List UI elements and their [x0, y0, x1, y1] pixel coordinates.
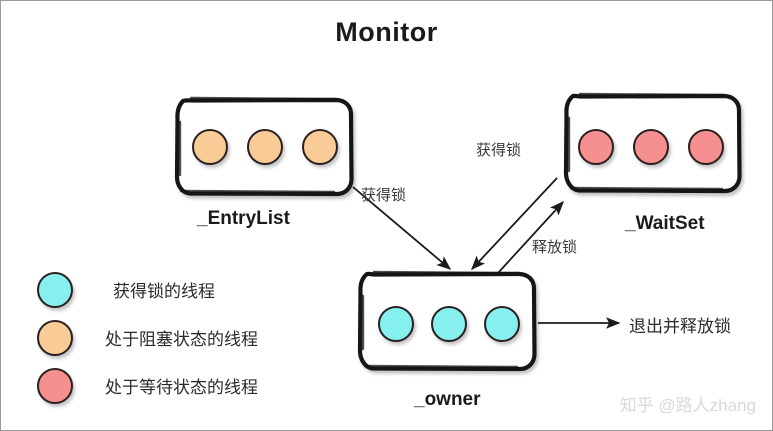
edge-label-owner-to-waitset: 释放锁 [532, 239, 578, 256]
thread-circle-running [484, 306, 520, 342]
edge-label-entrylist-to-owner: 获得锁 [361, 187, 407, 204]
watermark: 知乎 @路人zhang [619, 396, 756, 415]
thread-circle-running [431, 306, 467, 342]
legend-swatch-running-icon [37, 272, 73, 308]
legend-label-running: 获得锁的线程 [113, 282, 215, 301]
thread-circle-blocked [192, 129, 228, 165]
legend-label-waiting: 处于等待状态的线程 [105, 378, 258, 397]
edge-label-waitset-to-owner: 获得锁 [476, 142, 522, 159]
wait-set-caption: _WaitSet [625, 213, 705, 234]
legend-swatch-waiting-icon [37, 368, 73, 404]
thread-circle-waiting [578, 129, 614, 165]
legend-label-blocked: 处于阻塞状态的线程 [105, 330, 258, 349]
entry-list-caption: _EntryList [197, 208, 290, 229]
edge-label-owner-exit: 退出并释放锁 [629, 317, 731, 336]
page-title: Monitor [335, 17, 438, 47]
thread-circle-waiting [688, 129, 724, 165]
owner-caption: _owner [414, 389, 481, 410]
thread-circle-running [378, 306, 414, 342]
thread-circle-blocked [247, 129, 283, 165]
thread-circle-blocked [302, 129, 338, 165]
legend-swatch-blocked-icon [37, 320, 73, 356]
thread-circle-waiting [633, 129, 669, 165]
